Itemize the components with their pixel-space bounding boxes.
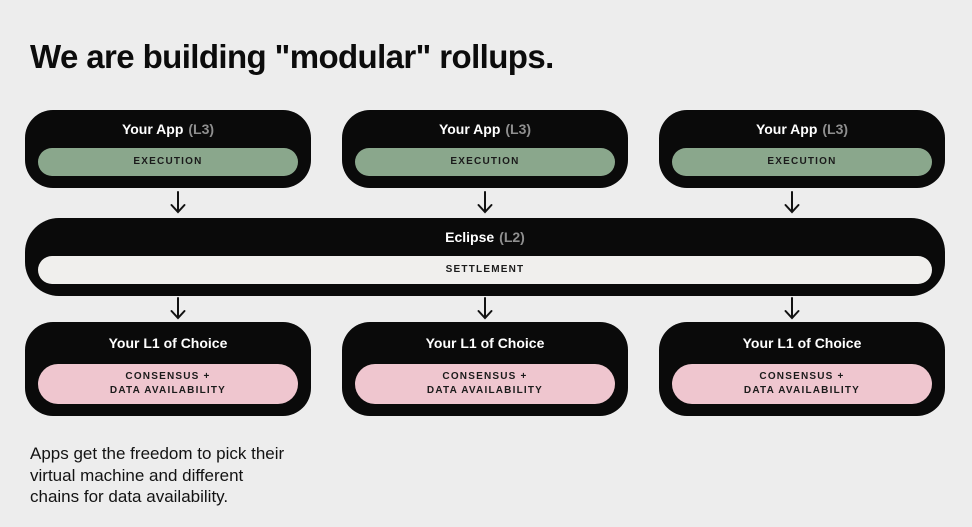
your-l1-title: Your L1 of Choice [355,322,615,364]
down-arrow-icon [332,190,639,215]
execution-pill: EXECUTION [38,148,298,176]
execution-label: EXECUTION [767,156,837,167]
your-l1-box-3: Your L1 of Choice CONSENSUS + DATA AVAIL… [659,322,945,416]
your-l1-label: Your L1 of Choice [425,335,545,351]
layer-tag-l3: (L3) [188,121,215,137]
execution-pill: EXECUTION [355,148,615,176]
layer-tag-l3: (L3) [822,121,849,137]
your-app-box-3: Your App (L3) EXECUTION [659,110,945,188]
your-app-box-1: Your App (L3) EXECUTION [25,110,311,188]
consensus-line-1: CONSENSUS + [442,371,528,382]
layer-tag-l2: (L2) [499,229,525,245]
your-l1-box-2: Your L1 of Choice CONSENSUS + DATA AVAIL… [342,322,628,416]
page-title: We are building "modular" rollups. [30,38,554,75]
l1-layer-row: Your L1 of Choice CONSENSUS + DATA AVAIL… [25,322,945,416]
consensus-pill: CONSENSUS + DATA AVAILABILITY [672,364,932,404]
your-l1-title: Your L1 of Choice [672,322,932,364]
arrows-app-to-eclipse [25,190,945,215]
footer-line-1: Apps get the freedom to pick their [30,444,285,463]
down-arrow-icon [25,190,332,215]
your-l1-box-1: Your L1 of Choice CONSENSUS + DATA AVAIL… [25,322,311,416]
consensus-line-2: DATA AVAILABILITY [743,385,861,396]
eclipse-label: Eclipse [445,229,495,245]
consensus-line-1: CONSENSUS + [759,371,845,382]
consensus-pill: CONSENSUS + DATA AVAILABILITY [38,364,298,404]
consensus-line-1: CONSENSUS + [125,371,211,382]
your-l1-label: Your L1 of Choice [108,335,228,351]
your-l1-title: Your L1 of Choice [38,322,298,364]
consensus-line-2: DATA AVAILABILITY [109,385,227,396]
footer-line-2: virtual machine and different [30,465,244,485]
consensus-line-2: DATA AVAILABILITY [426,385,544,396]
your-app-label: Your App [121,121,184,137]
settlement-pill: SETTLEMENT [38,256,932,284]
your-app-title: Your App (L3) [355,110,615,148]
execution-label: EXECUTION [450,156,520,167]
down-arrow-icon [638,190,945,215]
eclipse-box: Eclipse (L2) SETTLEMENT [25,218,945,296]
footer-caption: Apps get the freedom to pick their virtu… [30,443,284,508]
app-layer-row: Your App (L3) EXECUTION Your App (L3) EX… [25,110,945,188]
layer-tag-l3: (L3) [505,121,532,137]
your-app-label: Your App [438,121,501,137]
your-app-title: Your App (L3) [38,110,298,148]
down-arrow-icon [332,296,639,321]
down-arrow-icon [25,296,332,321]
arrows-eclipse-to-l1 [25,296,945,321]
down-arrow-icon [638,296,945,321]
consensus-pill: CONSENSUS + DATA AVAILABILITY [355,364,615,404]
eclipse-title: Eclipse (L2) [38,218,932,256]
your-app-label: Your App [755,121,818,137]
execution-pill: EXECUTION [672,148,932,176]
settlement-label: SETTLEMENT [445,264,525,275]
your-app-title: Your App (L3) [672,110,932,148]
footer-line-3: chains for data availability. [30,487,229,506]
your-app-box-2: Your App (L3) EXECUTION [342,110,628,188]
execution-label: EXECUTION [133,156,203,167]
your-l1-label: Your L1 of Choice [742,335,862,351]
